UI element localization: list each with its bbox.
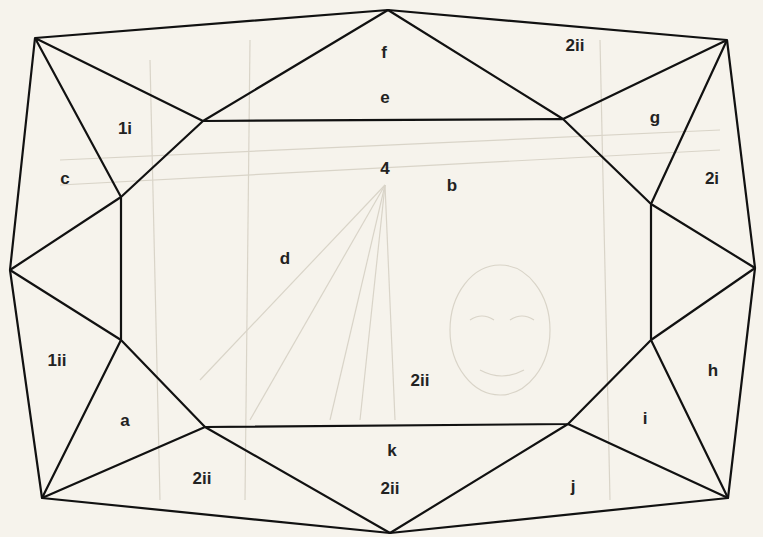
table-outline	[121, 119, 651, 427]
facet-label: a	[120, 412, 129, 429]
mast-line	[150, 60, 160, 500]
facet-label: 2i	[705, 170, 719, 187]
facet-label: 2ii	[411, 372, 430, 389]
background-illustration	[60, 40, 720, 500]
face-features	[470, 316, 534, 376]
facet-edges	[10, 10, 755, 533]
facet-label: e	[380, 89, 389, 106]
facet-label: f	[381, 44, 387, 61]
facet-label: c	[60, 170, 69, 187]
facet-label: k	[387, 442, 396, 459]
mast-line	[385, 185, 395, 420]
facet-label: d	[280, 250, 290, 267]
mast-line	[600, 40, 610, 500]
outer-outline	[10, 10, 755, 533]
facet-label: 4	[380, 160, 389, 177]
yard-line	[60, 150, 720, 185]
facet-label: 2ii	[381, 480, 400, 497]
facet-label: h	[708, 362, 718, 379]
mast-line	[250, 185, 385, 420]
mast-line	[200, 185, 385, 380]
facet-label: 1i	[118, 120, 132, 137]
facet-label: b	[447, 177, 457, 194]
facet-label: 2ii	[193, 470, 212, 487]
facet-label: j	[571, 478, 576, 495]
mast-line	[245, 40, 250, 500]
face-outline	[450, 265, 550, 395]
facet-label: g	[650, 109, 660, 126]
facet-label: 1ii	[48, 352, 67, 369]
mast-line	[330, 185, 385, 420]
mast-line	[360, 185, 385, 420]
facet-label: i	[643, 410, 648, 427]
facet-lines	[10, 10, 755, 533]
facet-label: 2ii	[566, 37, 585, 54]
